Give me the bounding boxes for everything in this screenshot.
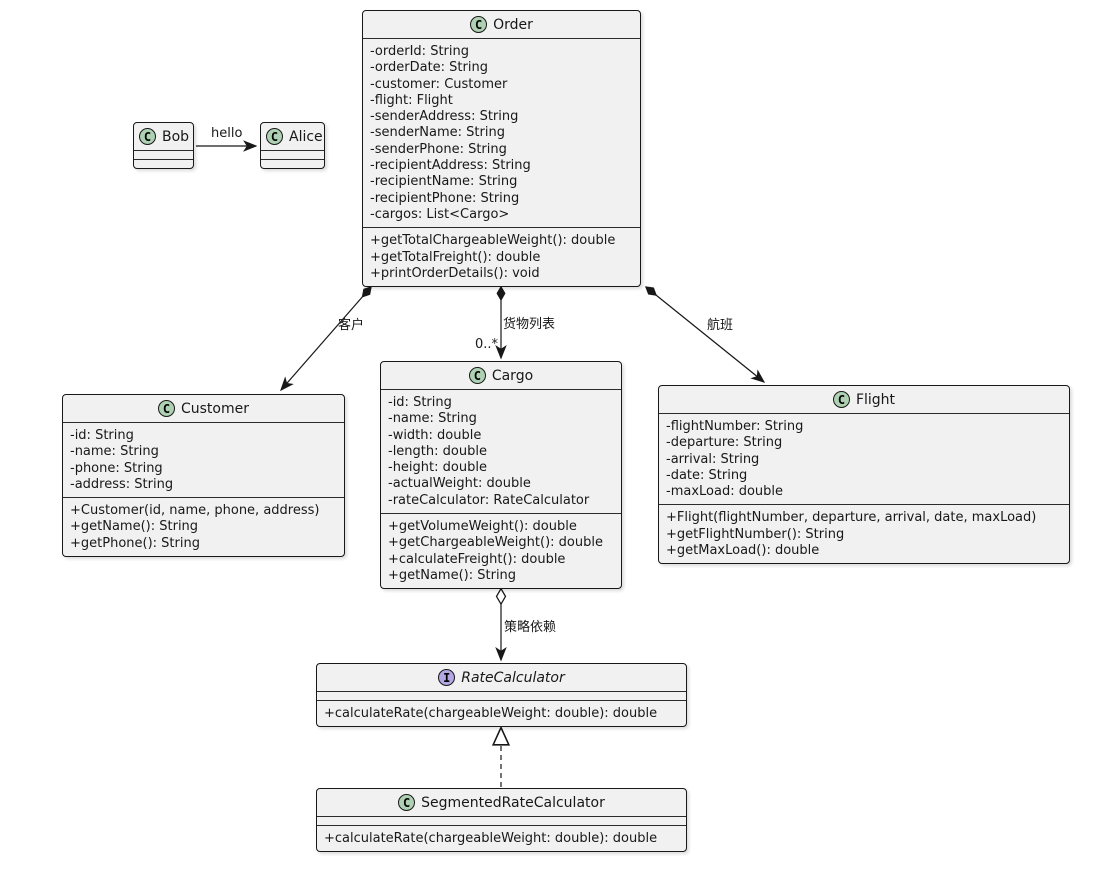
edge-order-customer-composition [280, 286, 372, 392]
member-line: +getName(): String [70, 519, 199, 535]
member-line: +getPhone(): String [70, 535, 200, 551]
member-line: -senderName: String [370, 125, 505, 141]
member-line: -phone: String [70, 460, 163, 476]
member-line: -id: String [70, 428, 134, 443]
member-line: -cargos: List<Cargo> [370, 206, 510, 222]
methods-compartment: +getTotalChargeableWeight(): double+getT… [363, 227, 640, 286]
member-line: +getVolumeWeight(): double [388, 519, 577, 535]
class-order-header: C Order [363, 11, 640, 38]
member-line: -id: String [388, 395, 452, 410]
class-icon: C [468, 367, 486, 384]
member-line: +calculateRate(chargeableWeight: double)… [324, 831, 658, 846]
methods-compartment [261, 159, 324, 168]
class-bob-header: C Bob [134, 123, 193, 150]
edge-label-strategy: 策略依赖 [504, 620, 557, 635]
member-line: -orderDate: String [370, 60, 488, 76]
attributes-compartment [317, 691, 686, 700]
attributes-compartment: -orderId: String-orderDate: String-custo… [363, 38, 640, 227]
member-line: -departure: String [666, 435, 783, 451]
member-line: -flight: Flight [370, 92, 453, 108]
attributes-compartment [261, 150, 324, 159]
class-bob: C Bob [133, 122, 194, 169]
class-icon: C [832, 391, 850, 408]
edge-label-cargo: 货物列表 [503, 317, 556, 332]
class-name: Order [493, 16, 533, 33]
member-line: -senderPhone: String [370, 141, 507, 157]
member-line: +printOrderDetails(): void [370, 265, 540, 281]
interface-name: RateCalculator [461, 669, 565, 686]
class-customer: C Customer -id: String-name: String-phon… [62, 394, 345, 558]
class-icon: C [266, 128, 283, 145]
member-line: -recipientAddress: String [370, 158, 531, 174]
member-line: -name: String [70, 444, 159, 460]
class-order: C Order -orderId: String-orderDate: Stri… [362, 10, 641, 288]
class-name: Customer [180, 400, 249, 417]
edge-label-hello: hello [211, 126, 243, 141]
member-line: +Customer(id, name, phone, address) [70, 503, 320, 519]
interface-ratecalculator: I RateCalculator +calculateRate(chargeab… [316, 663, 687, 728]
class-alice: C Alice [260, 122, 325, 169]
methods-compartment: +Customer(id, name, phone, address)+getN… [63, 497, 344, 556]
edge-label-cargo-multiplicity: 0..* [474, 337, 498, 352]
class-cargo-header: C Cargo [381, 362, 621, 389]
member-line: +getTotalFreight(): double [370, 249, 541, 265]
methods-compartment [134, 159, 193, 168]
attributes-compartment: -flightNumber: String-departure: String-… [659, 413, 1069, 504]
methods-compartment: +Flight(flightNumber, departure, arrival… [659, 504, 1069, 563]
class-name: Bob [162, 128, 190, 145]
member-line: -orderId: String [370, 44, 469, 59]
class-segmentedratecalculator: C SegmentedRateCalculator +calculateRate… [316, 788, 687, 853]
member-line: +Flight(flightNumber, departure, arrival… [666, 510, 1037, 526]
class-icon: C [139, 128, 156, 145]
class-name: Cargo [491, 367, 534, 384]
member-line: -customer: Customer [370, 76, 508, 92]
member-line: -date: String [666, 467, 748, 483]
attributes-compartment [134, 150, 193, 159]
member-line: -recipientName: String [370, 174, 518, 190]
member-line: -height: double [388, 460, 487, 476]
attributes-compartment: -id: String-name: String-phone: String-a… [63, 422, 344, 497]
member-line: +calculateFreight(): double [388, 551, 566, 567]
member-line: -arrival: String [666, 451, 760, 467]
edge-label-flight: 航班 [707, 318, 734, 333]
class-customer-header: C Customer [63, 395, 344, 422]
class-name: SegmentedRateCalculator [421, 794, 605, 811]
member-line: -name: String [388, 411, 477, 427]
class-icon: C [157, 400, 175, 417]
class-flight-header: C Flight [659, 386, 1069, 413]
member-line: -address: String [70, 476, 174, 492]
member-line: +getChargeableWeight(): double [388, 535, 603, 551]
member-line: -maxLoad: double [666, 484, 784, 500]
attributes-compartment [317, 816, 686, 825]
member-line: -length: double [388, 443, 487, 459]
member-line: -actualWeight: double [388, 476, 531, 492]
methods-compartment: +calculateRate(chargeableWeight: double)… [317, 700, 686, 726]
edge-order-flight-composition [644, 286, 766, 383]
interface-icon: I [438, 669, 456, 686]
methods-compartment: +getVolumeWeight(): double+getChargeable… [381, 513, 621, 588]
class-name: Alice [289, 128, 323, 145]
class-segmentedratecalculator-header: C SegmentedRateCalculator [317, 789, 686, 816]
class-cargo: C Cargo -id: String-name: String-width: … [380, 361, 622, 590]
methods-compartment: +calculateRate(chargeableWeight: double)… [317, 825, 686, 851]
class-icon: C [398, 794, 416, 811]
edge-label-customer: 客户 [338, 318, 365, 333]
member-line: -rateCalculator: RateCalculator [388, 492, 590, 508]
class-alice-header: C Alice [261, 123, 324, 150]
member-line: +getMaxLoad(): double [666, 543, 820, 559]
class-name: Flight [855, 391, 896, 408]
member-line: +getName(): String [388, 567, 517, 583]
member-line: -width: double [388, 427, 482, 443]
member-line: +getFlightNumber(): String [666, 526, 845, 542]
member-line: -senderAddress: String [370, 109, 519, 125]
member-line: +getTotalChargeableWeight(): double [370, 233, 616, 249]
member-line: -flightNumber: String [666, 419, 804, 434]
attributes-compartment: -id: String-name: String-width: double-l… [381, 389, 621, 513]
class-icon: C [470, 16, 488, 33]
class-flight: C Flight -flightNumber: String-departure… [658, 385, 1070, 565]
member-line: -recipientPhone: String [370, 190, 520, 206]
interface-ratecalculator-header: I RateCalculator [317, 664, 686, 691]
member-line: +calculateRate(chargeableWeight: double)… [324, 706, 658, 721]
